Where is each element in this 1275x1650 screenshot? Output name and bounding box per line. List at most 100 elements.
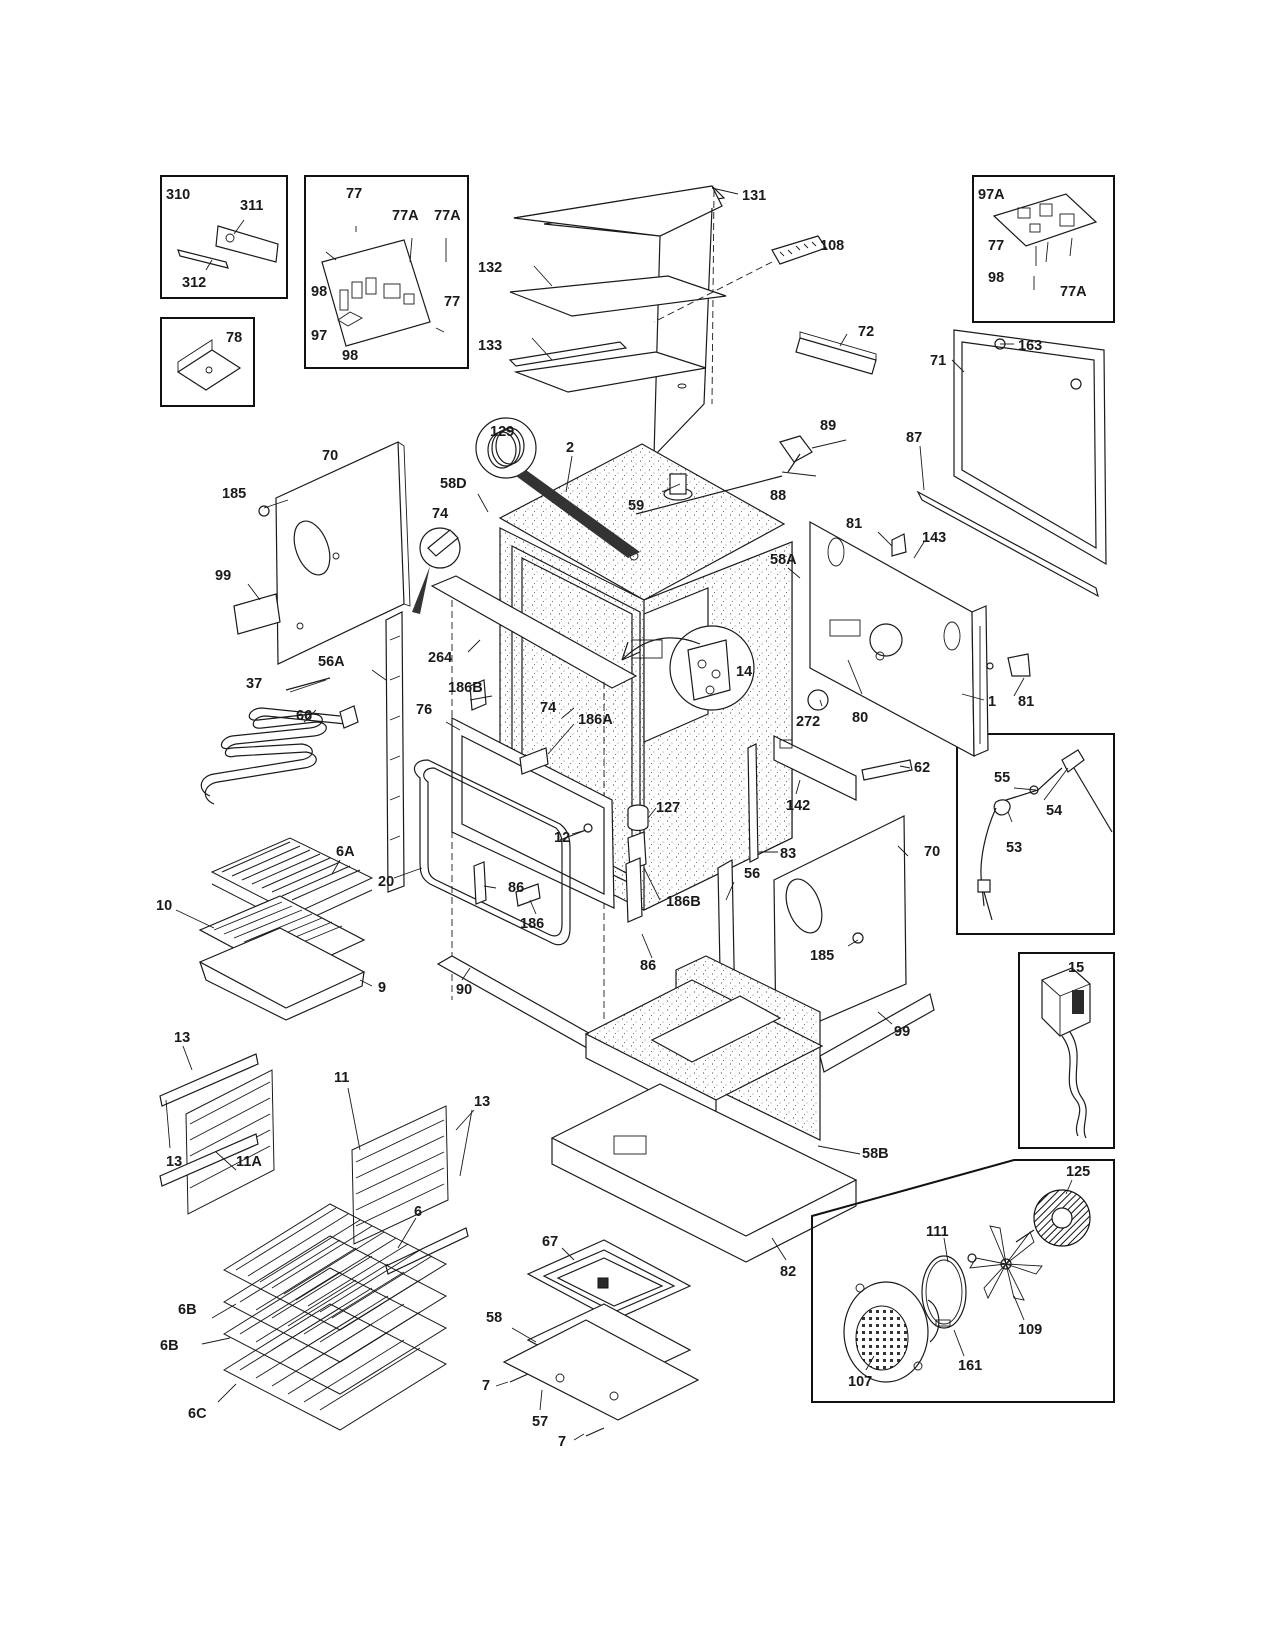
callout-98: 98 xyxy=(988,270,1004,286)
callout-109: 109 xyxy=(1018,1322,1042,1338)
mount-62 xyxy=(861,759,913,781)
thermostat-89 xyxy=(635,435,813,515)
rack-slide-11A xyxy=(159,1053,275,1215)
callout-186B: 186B xyxy=(448,680,483,696)
bracket-72 xyxy=(795,331,877,375)
callout-125: 125 xyxy=(1066,1164,1090,1180)
callout-62: 62 xyxy=(914,760,930,776)
callout-82: 82 xyxy=(780,1264,796,1280)
callout-97: 97 xyxy=(311,328,327,344)
vent-duct-131 xyxy=(513,185,726,458)
fan-blade xyxy=(969,1225,1043,1301)
callout-14: 14 xyxy=(736,664,752,680)
callout-98: 98 xyxy=(311,284,327,300)
callout-142: 142 xyxy=(786,798,810,814)
vertical-strip-83 xyxy=(747,743,759,863)
leader-lines xyxy=(165,187,1073,1441)
hinge-86 xyxy=(473,857,643,923)
screws-7 xyxy=(509,1373,605,1437)
callout-66: 66 xyxy=(296,708,312,724)
callout-59: 59 xyxy=(628,498,644,514)
callout-163: 163 xyxy=(1018,338,1042,354)
callout-107: 107 xyxy=(848,1374,872,1390)
callout-131: 131 xyxy=(742,188,766,204)
callout-310: 310 xyxy=(166,187,190,203)
right-rail-99 xyxy=(819,993,935,1073)
callout-133: 133 xyxy=(478,338,502,354)
callout-37: 37 xyxy=(246,676,262,692)
callout-10: 10 xyxy=(156,898,172,914)
callout-80: 80 xyxy=(852,710,868,726)
inset-15-switch xyxy=(1018,952,1115,1149)
bake-element-66 xyxy=(200,677,359,805)
callout-58B: 58B xyxy=(862,1146,889,1162)
callout-127: 127 xyxy=(656,800,680,816)
inset-97A-control-board xyxy=(972,175,1115,323)
right-side-panel-70 xyxy=(773,815,907,1041)
callout-67: 67 xyxy=(542,1234,558,1250)
callout-55: 55 xyxy=(994,770,1010,786)
callout-81: 81 xyxy=(1018,694,1034,710)
callout-7: 7 xyxy=(558,1434,566,1450)
callout-58A: 58A xyxy=(770,552,797,568)
callout-186A: 186A xyxy=(578,712,613,728)
oven-rack-6 xyxy=(222,1203,448,1331)
callout-6A: 6A xyxy=(336,844,355,860)
callout-6C: 6C xyxy=(188,1406,207,1422)
callout-13: 13 xyxy=(166,1154,182,1170)
callout-11: 11 xyxy=(334,1070,349,1086)
rack-slide-11 xyxy=(351,1105,469,1275)
callout-1: 1 xyxy=(988,694,996,710)
callout-70: 70 xyxy=(322,448,338,464)
callout-77: 77 xyxy=(444,294,460,310)
bottom-element-67 xyxy=(526,1239,692,1321)
side-trim-56A xyxy=(385,611,405,893)
callout-129: 129 xyxy=(490,424,514,440)
callout-20: 20 xyxy=(378,874,394,890)
callout-81: 81 xyxy=(846,516,862,532)
callout-185: 185 xyxy=(810,948,834,964)
vent-142 xyxy=(773,735,857,801)
callout-71: 71 xyxy=(930,353,946,369)
door-gasket-20 xyxy=(413,759,571,946)
broil-pan-insert-6A xyxy=(210,837,374,927)
callout-53: 53 xyxy=(1006,840,1022,856)
gasket-129 xyxy=(475,417,640,558)
oven-top-panel-2 xyxy=(498,443,786,601)
callout-6B: 6B xyxy=(178,1302,197,1318)
callout-70: 70 xyxy=(924,844,940,860)
callout-97A: 97A xyxy=(978,187,1005,203)
callout-9: 9 xyxy=(378,980,386,996)
callout-186: 186 xyxy=(520,916,544,932)
left-rail-99 xyxy=(233,593,281,635)
callout-74: 74 xyxy=(540,700,556,716)
callout-99: 99 xyxy=(894,1024,910,1040)
left-side-panel-70 xyxy=(258,441,411,665)
callout-98: 98 xyxy=(342,348,358,364)
callout-186B: 186B xyxy=(666,894,701,910)
callout-58: 58 xyxy=(486,1310,502,1326)
callout-111: 111 xyxy=(926,1224,949,1240)
callout-77: 77 xyxy=(346,186,362,202)
callout-13: 13 xyxy=(474,1094,490,1110)
back-panel-1 xyxy=(807,520,1031,758)
inset-78-bracket xyxy=(160,317,255,407)
callout-15: 15 xyxy=(1068,960,1084,976)
callout-72: 72 xyxy=(858,324,874,340)
callout-77A: 77A xyxy=(392,208,419,224)
callout-labels: 310 311 312 78 77 77A 77A 98 77 97 98 13… xyxy=(156,186,1090,1450)
bottom-frame-82 xyxy=(550,1083,858,1263)
broil-bracket-186B xyxy=(469,679,647,871)
door-frame-71 xyxy=(953,329,1107,566)
inset-54-temperature-probe xyxy=(956,733,1115,935)
callout-54: 54 xyxy=(1046,803,1062,819)
inset-convection-fan-assembly xyxy=(811,1159,1115,1403)
callout-311: 311 xyxy=(240,198,263,214)
vent-plate-133 xyxy=(508,341,707,393)
callout-77: 77 xyxy=(988,238,1004,254)
vent-plate-132 xyxy=(509,275,727,317)
oven-rack-6B xyxy=(222,1235,448,1363)
callout-89: 89 xyxy=(820,418,836,434)
callout-86: 86 xyxy=(508,880,524,896)
